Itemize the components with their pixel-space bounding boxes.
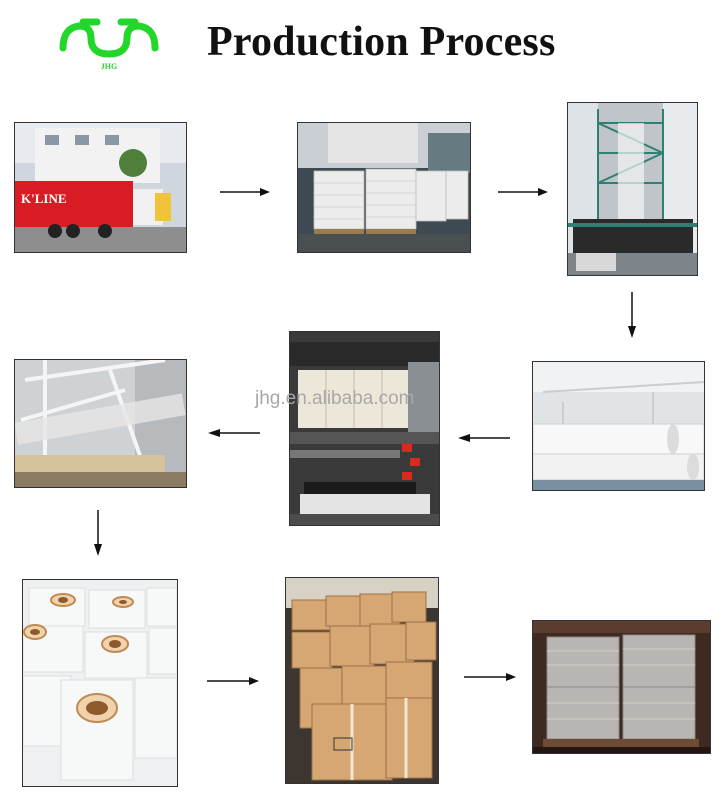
rewinding-frame-photo (14, 359, 187, 488)
raw-material-bags-photo (297, 122, 471, 253)
stretch-film-rolls-photo (22, 579, 178, 787)
flow-arrow-left-2 (458, 432, 510, 444)
container-label: K'LINE (21, 191, 67, 206)
flow-arrow-right-1 (220, 186, 270, 198)
packed-cartons-photo (285, 577, 439, 784)
raw-material-shipping-photo: K'LINE (14, 122, 187, 253)
extrusion-tower-photo (567, 102, 698, 276)
slitting-machine-photo (289, 331, 440, 526)
page-title: Production Process (207, 19, 556, 65)
loaded-pallets-photo (532, 620, 711, 754)
logo-text: JHG (101, 62, 117, 71)
flow-arrow-right-2 (498, 186, 548, 198)
flow-arrow-left-1 (208, 427, 260, 439)
flow-arrow-down-1 (626, 292, 638, 338)
flow-arrow-right-4 (464, 671, 516, 683)
watermark: jhg.en.alibaba.com (255, 388, 415, 409)
flow-arrow-right-3 (207, 675, 259, 687)
flow-arrow-down-2 (92, 510, 104, 556)
film-rolls-rack-photo (532, 361, 705, 491)
jhg-logo: JHG (57, 14, 161, 72)
